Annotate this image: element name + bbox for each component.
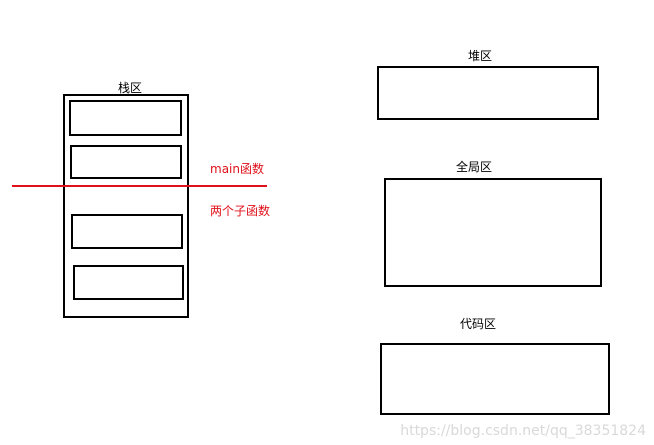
stack-label: 栈区 bbox=[118, 81, 143, 95]
sub-functions-annotation: 两个子函数 bbox=[210, 204, 271, 218]
stack-frame-2 bbox=[70, 145, 182, 179]
heap-label: 堆区 bbox=[468, 49, 493, 63]
code-region-box bbox=[380, 343, 610, 415]
heap-region-box bbox=[377, 66, 599, 120]
stack-frame-1 bbox=[69, 100, 182, 136]
stack-frame-3 bbox=[71, 214, 183, 249]
global-label: 全局区 bbox=[456, 160, 493, 174]
global-region-box bbox=[384, 178, 602, 287]
code-label: 代码区 bbox=[460, 317, 497, 331]
main-function-annotation: main函数 bbox=[210, 162, 264, 176]
stack-frame-4 bbox=[73, 265, 184, 300]
main-divider-line bbox=[12, 185, 267, 187]
watermark-text: https://blog.csdn.net/qq_38351824 bbox=[400, 423, 646, 439]
